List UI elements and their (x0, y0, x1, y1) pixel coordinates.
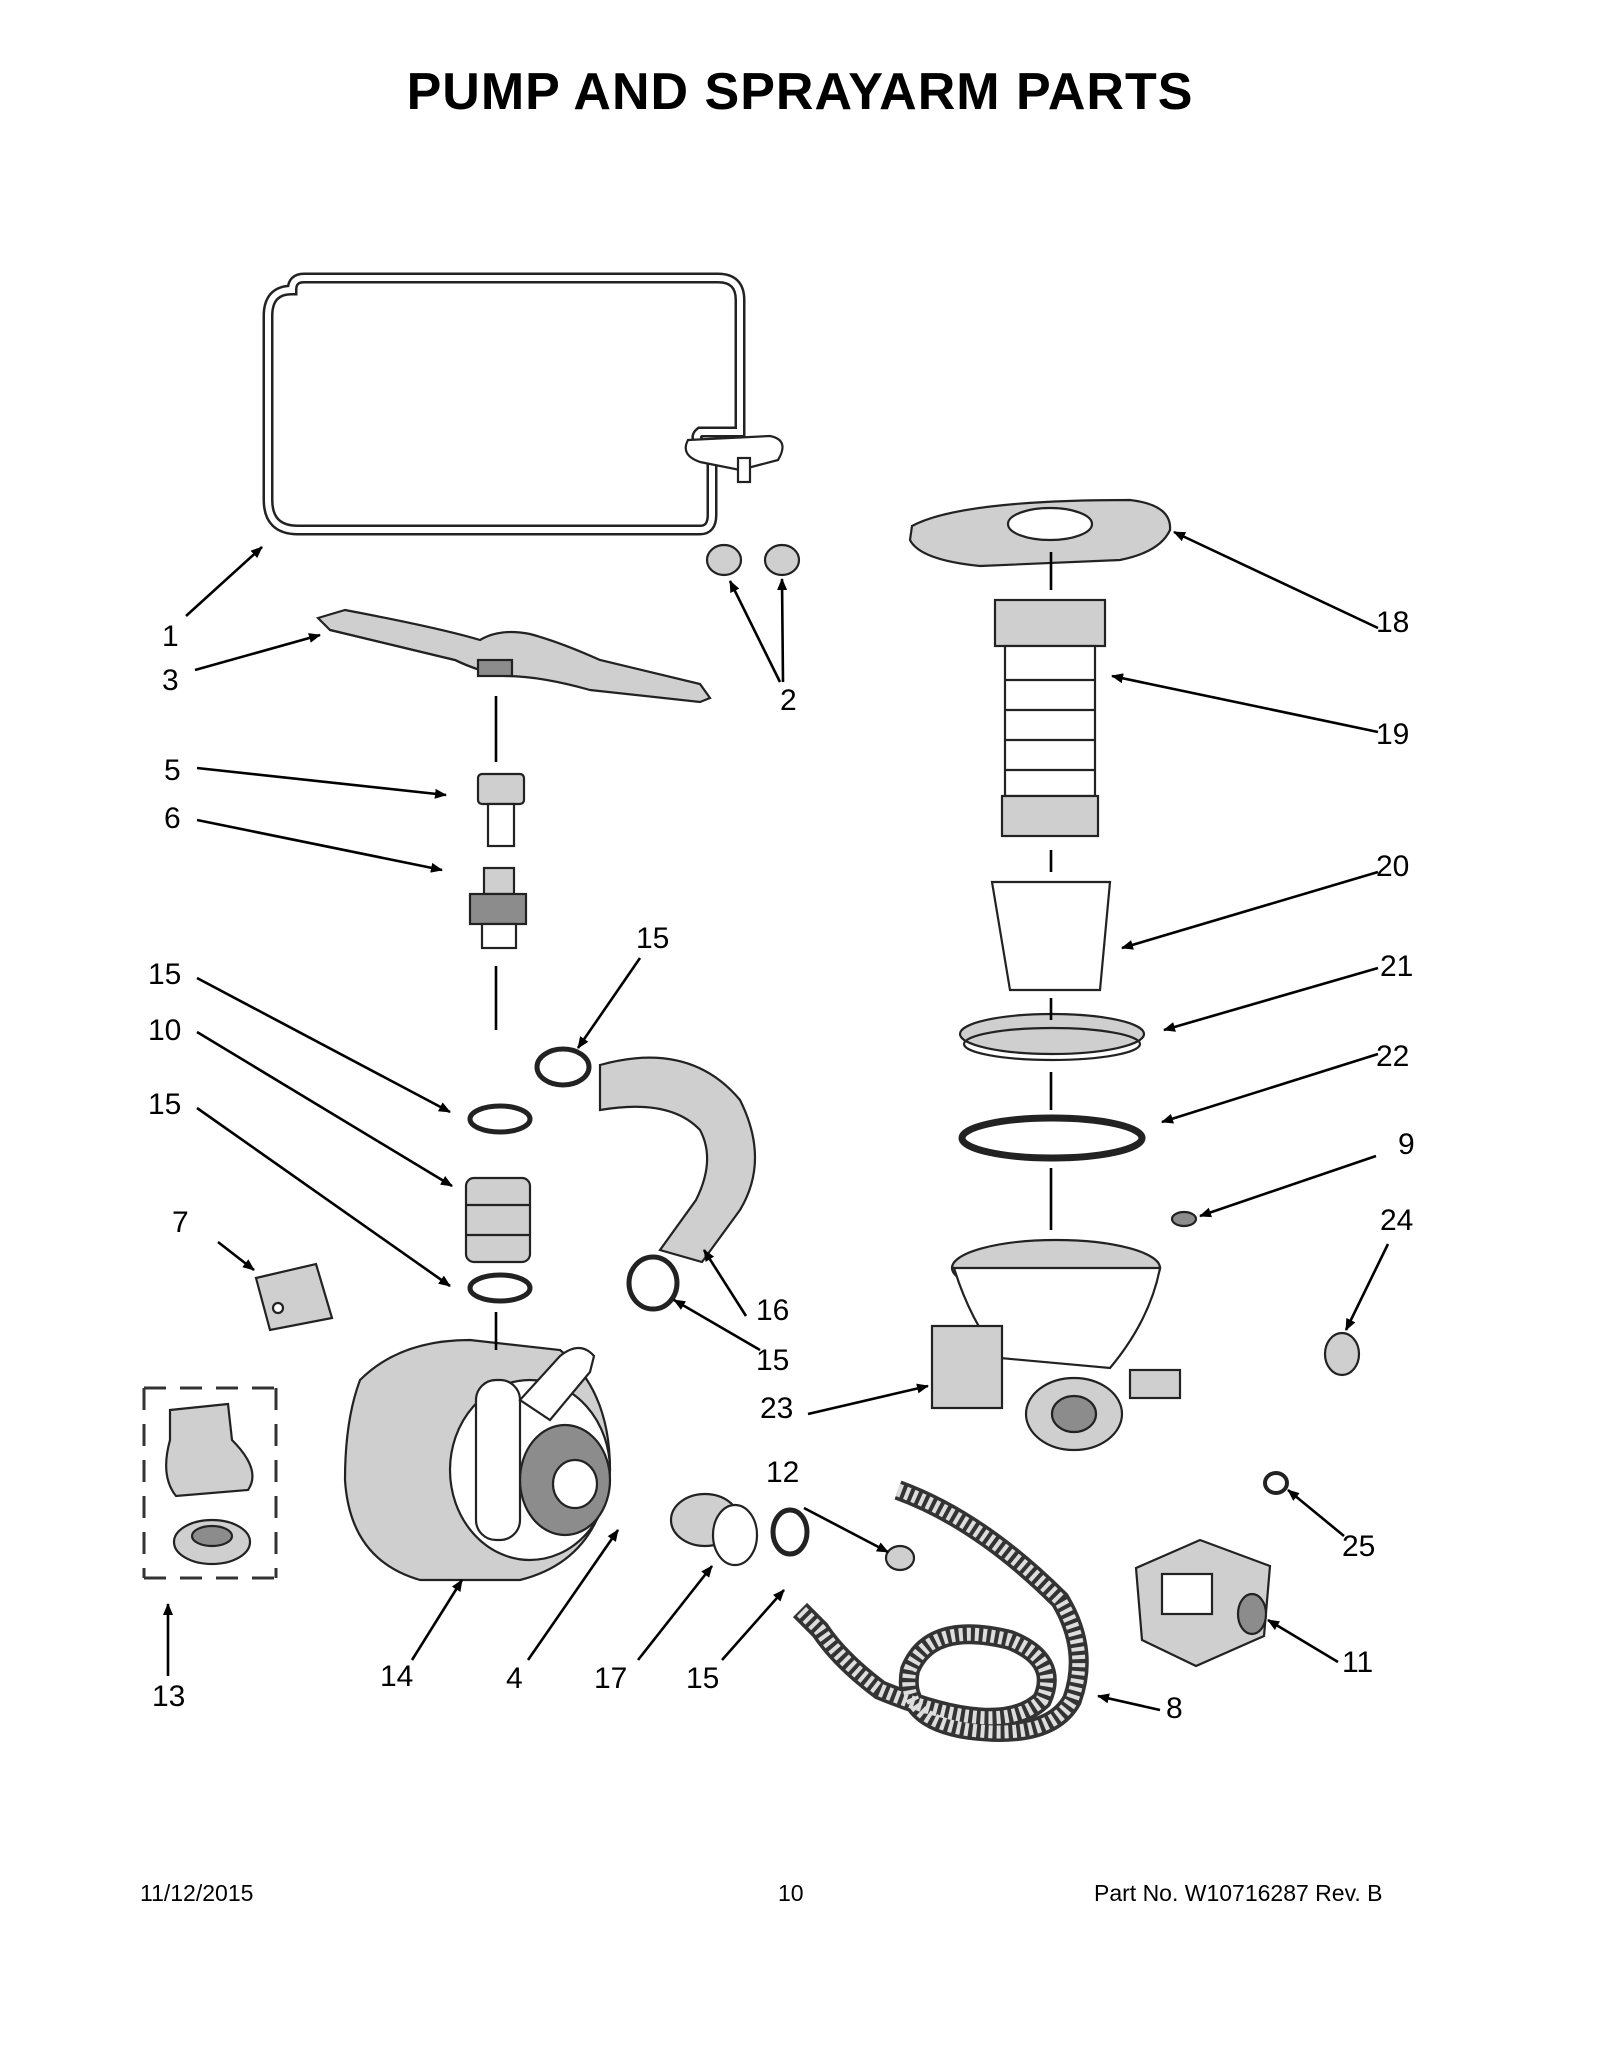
callout-5: 5 (164, 754, 181, 787)
callout-10: 10 (148, 1014, 182, 1047)
callout-2: 2 (780, 684, 797, 717)
heating-element-part (262, 272, 784, 536)
circulation-hose-part (598, 1056, 756, 1264)
callout-7: 7 (172, 1206, 189, 1239)
seal-kit-part (165, 1402, 254, 1566)
callout-15-left-lower: 15 (148, 1088, 182, 1121)
footer-part-number: Part No. W10716287 Rev. B (1094, 1880, 1383, 1906)
circulation-pump-part (343, 1338, 612, 1582)
small-parts (1170, 1210, 1361, 1495)
callout-8: 8 (1166, 1692, 1183, 1725)
callout-18: 18 (1376, 606, 1410, 639)
lower-spray-arm-part (315, 608, 712, 704)
sump-part (930, 1238, 1182, 1452)
callout-4: 4 (506, 1662, 523, 1695)
callout-15-bottom: 15 (686, 1662, 720, 1695)
drain-pump-part (1134, 1538, 1272, 1668)
callout-14: 14 (380, 1660, 414, 1693)
hose-clamp-part (467, 1046, 810, 1557)
callout-6: 6 (164, 802, 181, 835)
callout-24: 24 (1380, 1204, 1414, 1237)
callout-21: 21 (1380, 950, 1414, 983)
cap-part (705, 543, 801, 577)
coupling-part (669, 1492, 759, 1567)
coupler-part (464, 1176, 532, 1264)
callout-16: 16 (756, 1294, 790, 1327)
callout-22: 22 (1376, 1040, 1410, 1073)
callout-11: 11 (1342, 1646, 1374, 1679)
assembly-axis-lines (494, 552, 1053, 1350)
drain-hose-part (792, 1480, 1089, 1742)
callout-9: 9 (1398, 1128, 1415, 1161)
callout-3: 3 (162, 664, 179, 697)
spray-arm-mount-part (468, 772, 528, 950)
callout-25: 25 (1342, 1530, 1376, 1563)
callout-12: 12 (766, 1456, 800, 1489)
leader-lines (163, 530, 1390, 1712)
footer-date: 11/12/2015 (140, 1880, 254, 1906)
callout-15-mid: 15 (756, 1344, 790, 1377)
page-title: PUMP AND SPRAYARM PARTS (406, 63, 1194, 121)
bracket-part (254, 1262, 334, 1332)
callout-1: 1 (162, 620, 179, 653)
callout-23: 23 (760, 1392, 794, 1425)
callout-19: 19 (1376, 718, 1410, 751)
kit-dashed-box (142, 1386, 278, 1580)
callout-13: 13 (152, 1680, 186, 1713)
footer-page-number: 10 (778, 1880, 804, 1906)
callout-20: 20 (1376, 850, 1410, 883)
callout-15-left-upper: 15 (148, 958, 182, 991)
filter-stack-part (908, 498, 1172, 1162)
callout-17: 17 (594, 1662, 628, 1695)
callout-15-top: 15 (636, 922, 670, 955)
